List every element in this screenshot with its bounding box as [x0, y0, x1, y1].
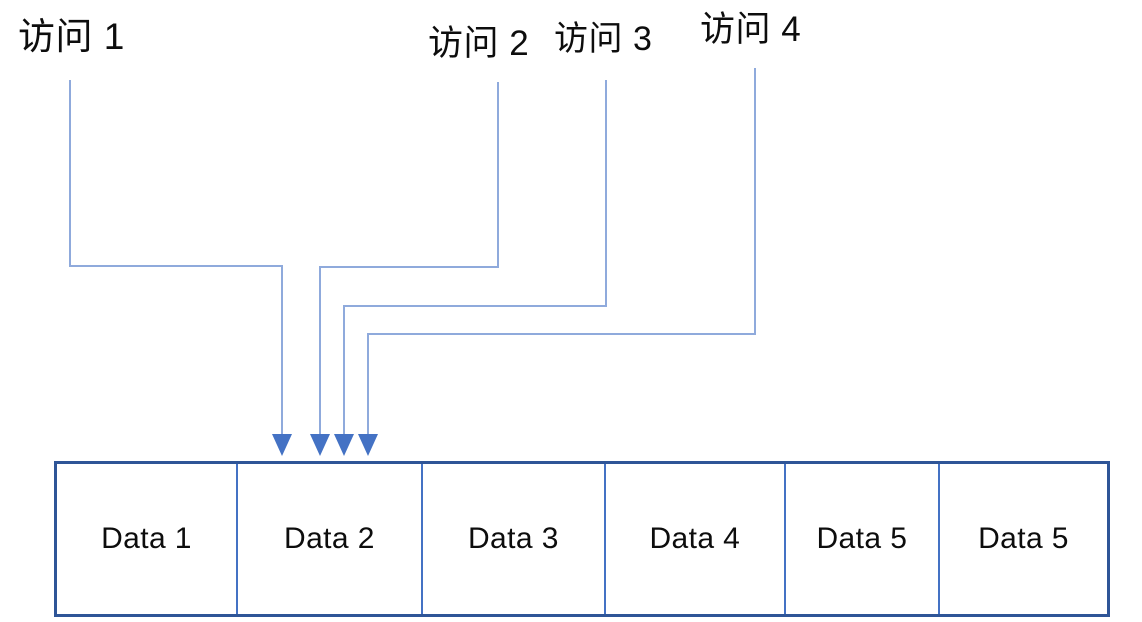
arrow-head-4 [358, 434, 378, 456]
arrow-head-1 [272, 434, 292, 456]
data-cell: Data 1 [57, 464, 238, 614]
data-cell: Data 3 [422, 464, 606, 614]
arrow-head-3 [334, 434, 354, 456]
data-cell: Data 2 [237, 464, 423, 614]
connector-path-3 [343, 80, 607, 443]
arrow-head-2 [310, 434, 330, 456]
connector-path-2 [319, 82, 499, 443]
access-label-2: 访问 2 [428, 24, 530, 63]
connector-path-1 [69, 80, 283, 443]
access-label-4: 访问 4 [700, 10, 802, 49]
data-table: Data 1 Data 2 Data 3 Data 4 Data 5 Data … [54, 461, 1110, 617]
connector-path-4 [367, 68, 756, 443]
data-cell: Data 5 [939, 464, 1107, 614]
access-label-1: 访问 1 [18, 16, 125, 57]
access-label-3: 访问 3 [554, 20, 653, 58]
data-cell: Data 5 [785, 464, 940, 614]
data-cell: Data 4 [605, 464, 786, 614]
